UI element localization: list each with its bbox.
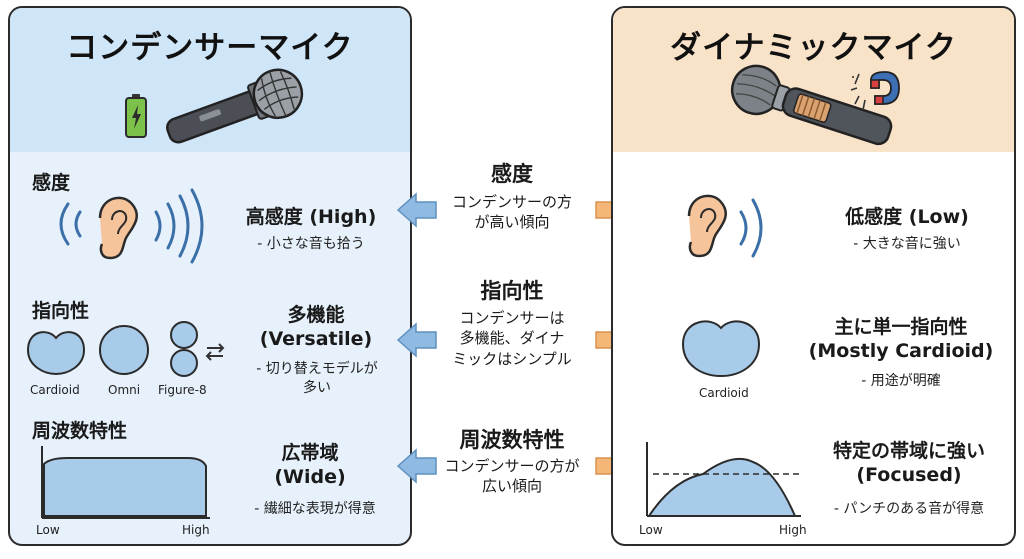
compare-sensitivity-title: 感度 <box>491 162 533 186</box>
compare-directivity-line3: ミックはシンプル <box>452 349 572 368</box>
condenser-axis-low: Low <box>36 523 60 537</box>
compare-frequency-line1: コンデンサーの方が <box>444 457 580 475</box>
condenser-directivity-note-line2: 多い <box>303 379 331 396</box>
dynamic-frequency-value-line1: 特定の帯域に強い <box>832 440 985 462</box>
dynamic-sensitivity-value: 低感度 (Low) <box>845 206 969 228</box>
wide-frequency-graph <box>41 446 210 519</box>
sound-wave-icon <box>59 202 82 246</box>
compare-frequency-line2: 広い傾向 <box>481 477 542 496</box>
cardioid-pattern <box>26 331 86 376</box>
condenser-frequency-note: - 繊細な表現が得意 <box>254 501 376 517</box>
condenser-frequency-value-line2: (Wide) <box>274 465 346 488</box>
dynamic-directivity-value: 主に単一指向性 (Mostly Cardioid) <box>791 316 1011 364</box>
condenser-sensitivity-label: 感度 <box>32 172 71 194</box>
dynamic-directivity-value-line2: (Mostly Cardioid) <box>808 339 994 362</box>
arrow-left-blue <box>396 322 437 358</box>
dynamic-axis-high: High <box>779 523 807 537</box>
omni-label: Omni <box>108 383 141 397</box>
dynamic-cardioid-label: Cardioid <box>699 386 749 400</box>
condenser-frequency-value: 広帯域 (Wide) <box>220 442 400 490</box>
swap-arrows-icon <box>205 343 225 361</box>
dynamic-directivity-value-line1: 主に単一指向性 <box>834 316 968 338</box>
dynamic-frequency-value-line2: (Focused) <box>856 463 962 486</box>
condenser-sensitivity-note: - 小さな音も拾う <box>257 236 365 252</box>
condenser-title: コンデンサーマイク <box>66 30 354 66</box>
focused-frequency-graph <box>646 442 803 517</box>
ear-icon <box>687 194 727 258</box>
ear-icon <box>98 196 138 260</box>
compare-directivity-line2: 多機能、ダイナ <box>459 329 565 348</box>
condenser-panel: コンデンサーマイク 感度 高感度 (H <box>8 6 412 546</box>
dynamic-sensitivity-note: - 大きな音に強い <box>853 236 961 252</box>
compare-frequency-text: コンデンサーの方が 広い傾向 <box>412 456 612 497</box>
compare-directivity-title: 指向性 <box>480 279 544 303</box>
magnet-icon <box>850 71 900 111</box>
dynamic-frequency-value: 特定の帯域に強い (Focused) <box>803 440 1014 488</box>
dynamic-title: ダイナミックマイク <box>670 30 957 66</box>
sound-wave-icon <box>739 198 763 258</box>
arrow-left-blue <box>396 448 437 484</box>
omni-pattern <box>99 325 149 375</box>
condenser-axis-high: High <box>182 523 210 537</box>
condenser-directivity-note-line1: - 切り替えモデルが <box>256 361 378 377</box>
compare-frequency-title: 周波数特性 <box>459 428 565 452</box>
condenser-directivity-value-line2: (Versatile) <box>259 327 373 350</box>
condenser-directivity-value: 多機能 (Versatile) <box>226 304 406 352</box>
dynamic-panel: ダイナミックマイク 低感度 (Low) - 大 <box>611 6 1016 546</box>
cardioid-label: Cardioid <box>30 383 80 397</box>
arrow-left-blue <box>396 192 437 228</box>
battery-icon <box>125 94 147 138</box>
condenser-directivity-note: - 切り替えモデルが 多い <box>222 360 410 398</box>
condenser-directivity-label: 指向性 <box>32 300 90 322</box>
dynamic-header: ダイナミックマイク <box>613 8 1014 152</box>
condenser-header: コンデンサーマイク <box>10 8 410 152</box>
compare-sensitivity-line1: コンデンサーの方 <box>451 193 572 211</box>
compare-sensitivity-text: コンデンサーの方 が高い傾向 <box>412 192 612 233</box>
compare-directivity-text: コンデンサーは 多機能、ダイナ ミックはシンプル <box>412 308 612 369</box>
condenser-sensitivity-value: 高感度 (High) <box>245 206 377 228</box>
dynamic-mic-icon <box>730 64 893 146</box>
dynamic-directivity-note: - 用途が明確 <box>861 373 941 389</box>
dynamic-frequency-note: - パンチのある音が得意 <box>833 501 985 517</box>
condenser-directivity-value-line1: 多機能 <box>287 304 345 326</box>
cardioid-pattern <box>681 320 761 378</box>
condenser-mic-icon <box>166 68 304 144</box>
condenser-frequency-value-line1: 広帯域 <box>281 442 339 464</box>
figure8-pattern <box>170 321 198 377</box>
figure8-label: Figure-8 <box>158 383 207 397</box>
compare-directivity-line1: コンデンサーは <box>459 309 565 327</box>
dynamic-axis-low: Low <box>639 523 663 537</box>
sound-wave-icon <box>154 188 204 264</box>
condenser-frequency-label: 周波数特性 <box>32 420 128 442</box>
compare-sensitivity-line2: が高い傾向 <box>474 213 550 232</box>
